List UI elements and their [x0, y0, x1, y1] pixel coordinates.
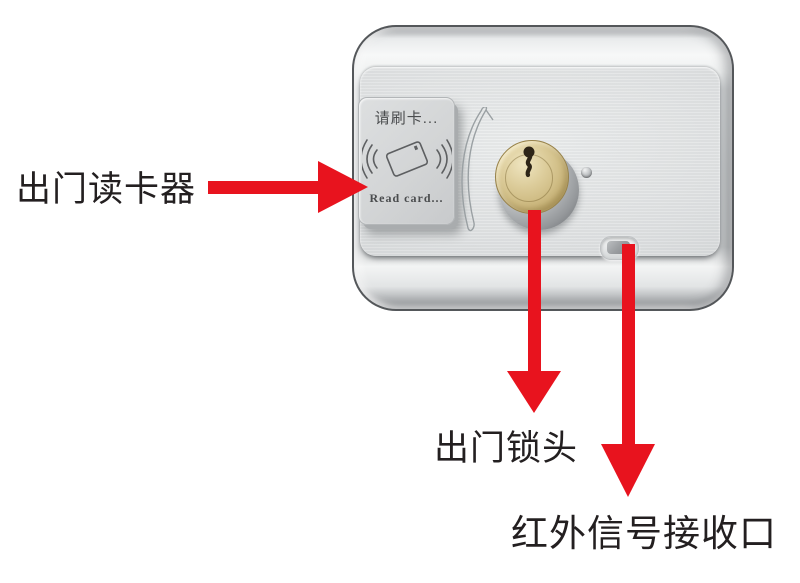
card-swipe-icon — [361, 139, 452, 179]
keyhole-icon — [523, 146, 535, 178]
card-icon — [385, 141, 428, 177]
card-panel-subtitle: Read card... — [369, 191, 444, 205]
signal-waves-right-icon — [435, 139, 452, 179]
callout-label-lock-cylinder: 出门锁头 — [434, 429, 579, 468]
callout-label-ir-port: 红外信号接收口 — [511, 513, 777, 554]
card-reader-panel: 请刷卡... Read card... — [358, 97, 455, 225]
callout-arrow-card-reader — [208, 181, 320, 194]
callout-arrow-lock-cylinder — [528, 210, 541, 372]
callout-arrow-ir-port — [622, 244, 635, 445]
screw-hole — [581, 167, 592, 178]
swoosh-arc-icon — [461, 107, 494, 232]
callout-arrowhead-ir-port — [601, 444, 655, 497]
callout-label-card-reader: 出门读卡器 — [16, 170, 197, 209]
callout-arrowhead-lock-cylinder — [507, 371, 561, 413]
callout-arrowhead-card-reader — [318, 161, 368, 213]
card-panel-title: 请刷卡... — [374, 110, 439, 127]
